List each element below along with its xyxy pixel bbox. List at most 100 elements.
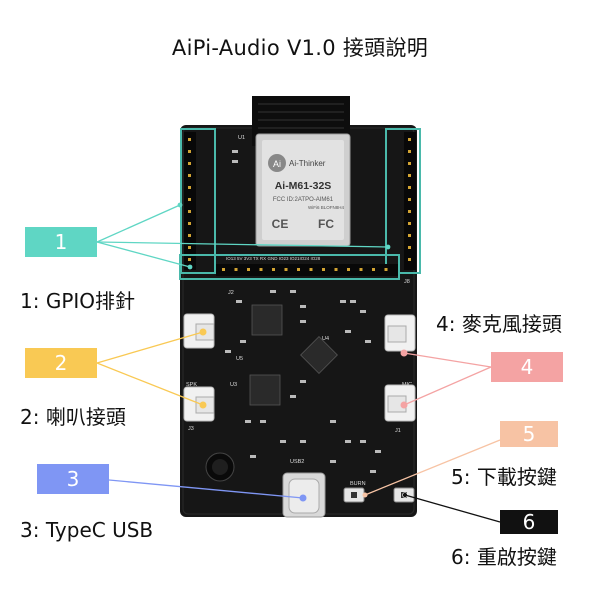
smd-component <box>300 440 306 443</box>
chip-u5 <box>251 304 283 336</box>
smd-component <box>240 340 246 343</box>
module-fc-mark: FC <box>318 217 334 231</box>
module-model: Ai-M61-32S <box>275 180 332 192</box>
header-pin <box>309 268 313 271</box>
svg-text:Ai: Ai <box>273 159 281 169</box>
smd-component <box>330 460 336 463</box>
silk-j8: J8 <box>404 279 410 285</box>
header-pin <box>188 198 191 201</box>
smd-component <box>270 290 276 293</box>
mic-connector-top <box>384 314 416 357</box>
label-speaker: 2: 喇叭接頭 <box>20 405 126 429</box>
header-pin <box>188 162 191 165</box>
smd-component <box>232 160 238 163</box>
header-pin <box>408 234 411 237</box>
leader-line-6 <box>404 494 501 523</box>
header-pin <box>188 246 191 249</box>
smd-component <box>330 420 336 423</box>
smd-component <box>375 450 381 453</box>
header-pin <box>408 258 411 261</box>
header-pin <box>334 268 338 271</box>
smd-component <box>245 420 251 423</box>
header-pin <box>272 268 275 271</box>
chip-u3 <box>249 374 281 406</box>
header-pin <box>408 198 411 201</box>
smd-component <box>300 380 306 383</box>
smd-component <box>250 455 256 458</box>
badge-2: 2 <box>25 348 97 378</box>
header-pin <box>347 268 350 271</box>
smd-component <box>300 320 306 323</box>
header-pin <box>188 138 191 141</box>
header-pin <box>259 268 263 271</box>
leader-line-4b <box>403 366 492 406</box>
header-pin <box>247 268 250 271</box>
header-pin <box>372 268 375 271</box>
header-pin <box>384 268 388 271</box>
smd-component <box>340 300 346 303</box>
page-title: AiPi-Audio V1.0 接頭說明 <box>171 36 429 60</box>
left-gpio-header <box>180 128 216 274</box>
smd-component <box>360 440 366 443</box>
smd-component <box>365 340 371 343</box>
badge-4: 4 <box>491 352 563 382</box>
header-pin <box>234 268 238 271</box>
pcb-board <box>180 125 417 517</box>
badge-3: 3 <box>37 464 109 494</box>
speaker-connector-top <box>183 313 215 349</box>
header-pin <box>359 268 363 271</box>
smd-component <box>236 300 242 303</box>
header-pin <box>188 150 191 153</box>
header-pin <box>188 186 191 189</box>
silk-j2: J2 <box>228 290 234 296</box>
silk-u3: U3 <box>230 382 237 388</box>
label-typec: 3: TypeC USB <box>20 518 154 542</box>
smd-component <box>225 350 231 353</box>
leader-line-2a <box>96 331 204 364</box>
silk-usb2: USB2 <box>290 459 304 465</box>
header-pin <box>284 268 288 271</box>
smd-component <box>260 420 266 423</box>
module-ce-mark: CE <box>272 217 289 231</box>
badge-6: 6 <box>500 510 558 534</box>
smd-component <box>345 330 351 333</box>
header-pin <box>408 138 411 141</box>
silk-u1: U1 <box>238 135 245 141</box>
mic-connector-bottom <box>384 384 416 422</box>
leader-line-3 <box>108 479 304 499</box>
leader-line-1b <box>96 241 389 248</box>
header-pin <box>408 210 411 213</box>
header-pin <box>188 222 191 225</box>
label-mic: 4: 麥克風接頭 <box>436 312 562 336</box>
smd-component <box>300 305 306 308</box>
header-pin <box>188 210 191 213</box>
smd-component <box>370 470 376 473</box>
silk-j1: J1 <box>395 428 401 434</box>
smd-component <box>290 395 296 398</box>
silk-u5: U5 <box>236 356 243 362</box>
silk-j3: J3 <box>188 426 194 432</box>
silk-u4: U4 <box>322 336 329 342</box>
leader-line-4a <box>403 352 492 368</box>
header-pin <box>408 186 411 189</box>
module-logo-icon <box>268 154 286 172</box>
label-reset: 6: 重啟按鍵 <box>451 545 557 569</box>
smd-component <box>290 290 296 293</box>
header-pin <box>408 222 411 225</box>
module-wifi: WiFi6 BLOFN8H4 <box>308 205 345 210</box>
header-pin <box>222 268 225 271</box>
leader-line-1a <box>96 204 181 243</box>
silk-spk-2: SPK <box>186 382 197 388</box>
smd-component <box>350 300 356 303</box>
header-pin <box>188 258 191 261</box>
header-pin <box>188 234 191 237</box>
label-download: 5: 下載按鍵 <box>451 465 557 489</box>
header-pin <box>408 150 411 153</box>
smd-component <box>360 310 366 313</box>
badge-1: 1 <box>25 227 97 257</box>
leader-line-1c <box>96 241 191 268</box>
header-pin <box>322 268 325 271</box>
header-pin <box>188 174 191 177</box>
smd-component <box>345 440 351 443</box>
